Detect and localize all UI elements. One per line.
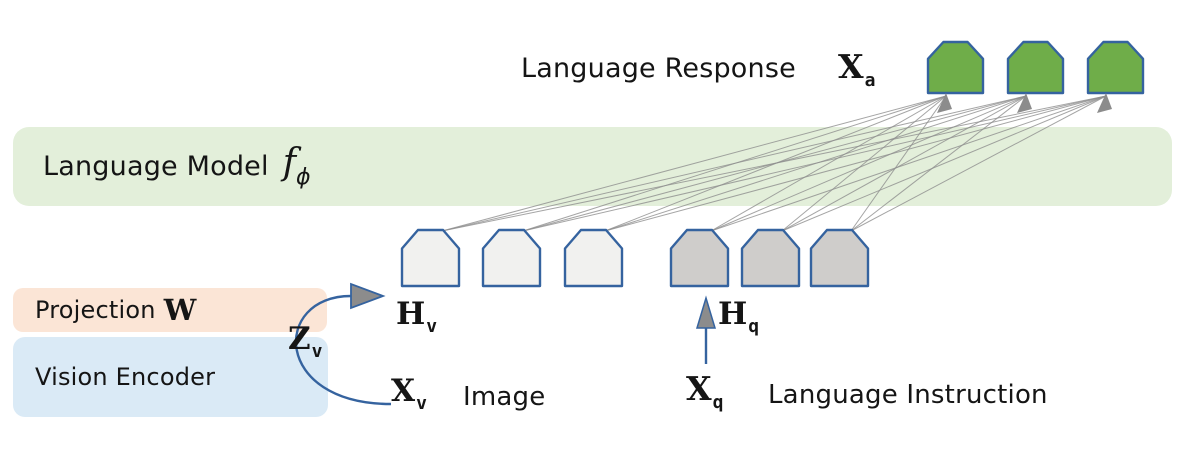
language-model-label: Language Model xyxy=(43,151,269,182)
visual-token xyxy=(563,228,624,288)
attention-line xyxy=(710,95,1107,232)
language-model-bar: Language Model fϕ xyxy=(13,127,1172,206)
f-phi-symbol: fϕ xyxy=(282,141,311,190)
attention-line xyxy=(710,95,1027,232)
attention-line xyxy=(604,95,1027,232)
attention-line xyxy=(781,95,947,232)
vision-encoder-bar: Vision Encoder xyxy=(13,337,328,417)
projection-arrow-curve xyxy=(294,294,392,406)
image-label: Image xyxy=(463,382,546,412)
query-token xyxy=(669,228,730,288)
attention-line xyxy=(522,95,947,232)
attention-line xyxy=(710,95,947,232)
attention-line xyxy=(781,95,1107,232)
x-q-label: Xq xyxy=(686,369,724,413)
w-symbol: W xyxy=(163,292,197,327)
response-token xyxy=(1006,40,1065,95)
h-v-label: Hv xyxy=(396,296,438,337)
attention-line xyxy=(850,95,947,232)
h-q-label: Hq xyxy=(718,296,760,337)
attention-line xyxy=(441,95,947,232)
attention-arrowhead-icon xyxy=(1097,93,1112,113)
query-token xyxy=(809,228,870,288)
attention-line xyxy=(604,95,947,232)
language-instruction-label: Language Instruction xyxy=(768,380,1048,410)
z-v-label: Zv xyxy=(288,321,323,362)
attention-line xyxy=(604,95,1107,232)
x-v-label: Xv xyxy=(391,373,427,414)
visual-token xyxy=(400,228,461,288)
attention-arrowhead-icon xyxy=(1017,93,1032,113)
projection-bar: Projection W xyxy=(13,288,327,332)
query-token xyxy=(740,228,801,288)
vision-encoder-label: Vision Encoder xyxy=(35,363,216,391)
projection-arrow-head-icon xyxy=(350,282,386,310)
response-token xyxy=(1086,40,1145,95)
attention-line xyxy=(781,95,1027,232)
visual-token xyxy=(481,228,542,288)
x-a-label: Xa xyxy=(838,47,876,91)
attention-line xyxy=(850,95,1027,232)
language-response-label: Language Response xyxy=(521,53,796,84)
projection-label: Projection xyxy=(35,296,156,324)
query-arrow-head-icon xyxy=(695,295,717,329)
attention-arrowhead-icon xyxy=(937,93,952,113)
response-token xyxy=(926,40,985,95)
attention-line xyxy=(850,95,1107,232)
